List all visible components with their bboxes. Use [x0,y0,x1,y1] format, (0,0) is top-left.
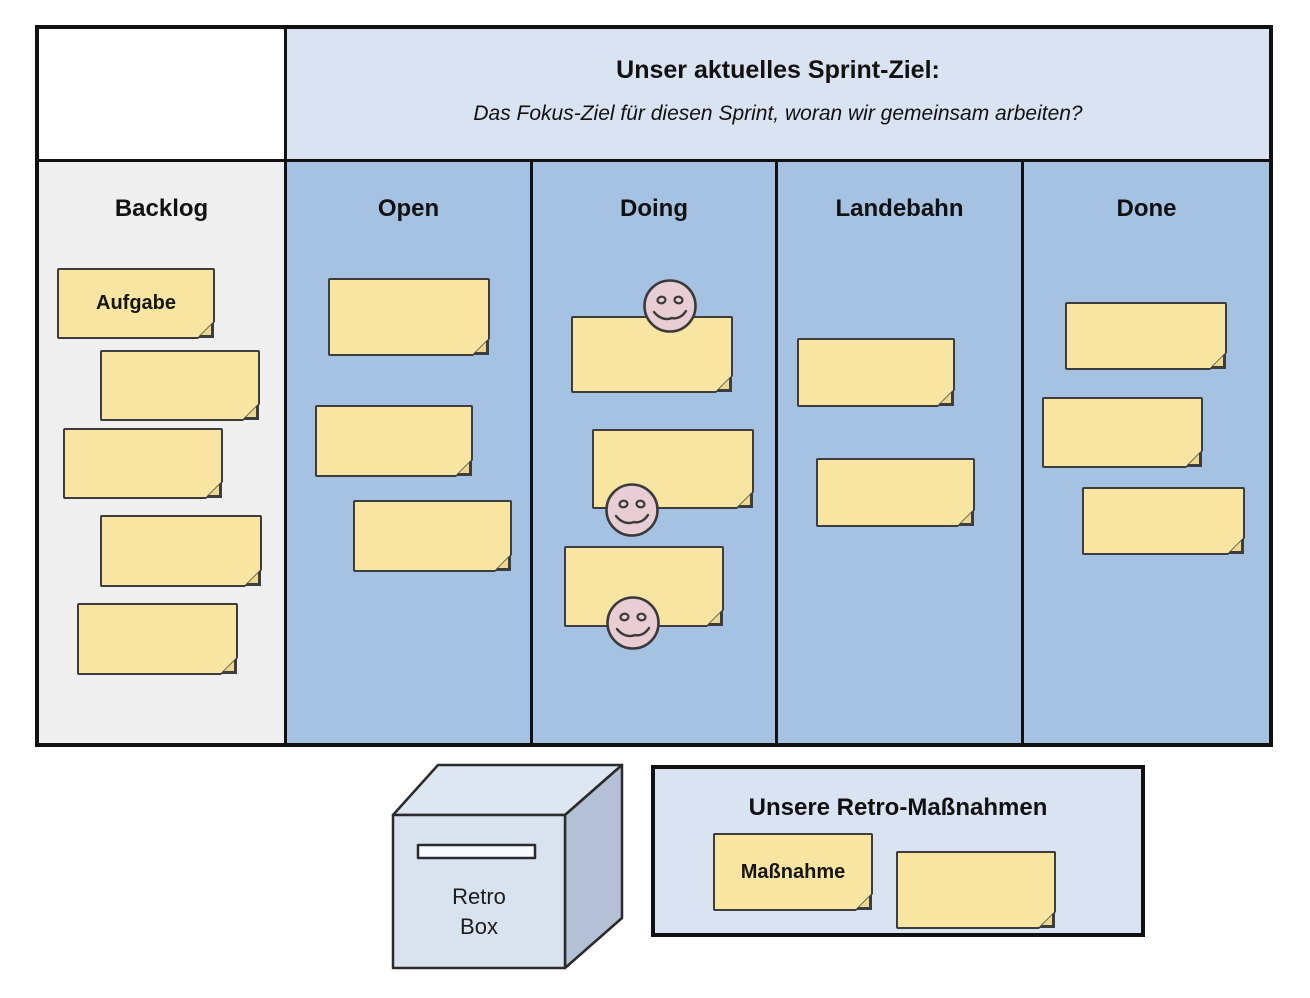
note-corner-fold [472,338,489,355]
note-corner-fold [244,569,261,586]
retro-box-graphic [391,763,624,970]
note-corner-fold [1038,911,1055,928]
note-label-aufgabe: Aufgabe [96,292,176,314]
column-open: Open [287,162,530,743]
sprint-goal-header: Unser aktuelles Sprint-Ziel: Das Fokus-Z… [287,29,1269,159]
sticky-note[interactable] [797,338,956,408]
retro-box-slot [416,843,537,860]
column-title-open: Open [377,195,440,222]
smiley-left-eye [618,499,629,509]
note-corner-fold [455,459,472,476]
column-landebahn: Landebahn [778,162,1021,743]
smiley-mouth [615,626,651,638]
sprint-goal-title: Unser aktuelles Sprint-Ziel: [616,56,940,84]
corner-cell [39,29,284,159]
smiley-right-eye [636,612,647,622]
sprint-board: Unser aktuelles Sprint-Ziel: Das Fokus-Z… [35,25,1273,747]
smiley-face [643,279,697,333]
column-title-done: Done [1116,195,1177,222]
note-corner-fold [715,375,732,392]
smiley-mouth [652,309,688,321]
smiley-right-eye [673,295,684,305]
sticky-note[interactable] [1082,487,1246,556]
note-corner-fold [855,893,872,910]
retro-box-label: Retro Box [393,882,565,942]
sticky-note-massnahme[interactable]: Maßnahme [713,833,874,912]
sticky-note[interactable] [100,515,263,588]
note-corner-fold [220,657,237,674]
sticky-note[interactable] [63,428,224,500]
smiley-avatar-token[interactable] [603,481,661,539]
sticky-note[interactable] [1065,302,1228,371]
column-doing: Doing [533,162,775,743]
note-corner-fold [494,554,511,571]
smiley-mouth [614,513,650,525]
note-corner-fold [242,403,259,420]
retro-actions-box: Unsere Retro-Maßnahmen Maßnahme [651,765,1145,937]
retro-box-label-line2: Box [460,914,498,939]
sprint-goal-subtitle: Das Fokus-Ziel für diesen Sprint, woran … [473,102,1083,125]
smiley-face [606,596,660,650]
note-corner-fold [1209,352,1226,369]
sticky-note[interactable] [896,851,1057,930]
note-corner-fold [197,321,214,338]
column-backlog: Backlog Aufgabe [39,162,284,743]
note-corner-fold [205,481,222,498]
sticky-note[interactable] [1042,397,1204,469]
smiley-right-eye [635,499,646,509]
note-corner-fold [1227,537,1244,554]
note-corner-fold [706,609,723,626]
sticky-note[interactable] [353,500,513,573]
note-label-massnahme: Maßnahme [740,860,846,883]
retro-actions-title: Unsere Retro-Maßnahmen [748,794,1048,821]
note-corner-fold [957,509,974,526]
smiley-avatar-token[interactable] [641,277,699,335]
column-title-backlog: Backlog [114,195,209,222]
smiley-left-eye [619,612,630,622]
column-done: Done [1024,162,1269,743]
smiley-face [605,483,659,537]
sticky-note[interactable] [328,278,491,357]
sticky-note[interactable] [77,603,239,676]
column-title-landebahn: Landebahn [835,195,964,222]
smiley-left-eye [656,295,667,305]
note-corner-fold [736,491,753,508]
sticky-note[interactable] [315,405,474,478]
note-corner-fold [1185,450,1202,467]
note-corner-fold [937,389,954,406]
sticky-note-aufgabe[interactable]: Aufgabe [57,268,216,340]
retro-box-label-line1: Retro [452,884,506,909]
smiley-avatar-token[interactable] [604,594,662,652]
sticky-note[interactable] [100,350,261,422]
sticky-note[interactable] [816,458,976,528]
column-title-doing: Doing [620,195,688,222]
